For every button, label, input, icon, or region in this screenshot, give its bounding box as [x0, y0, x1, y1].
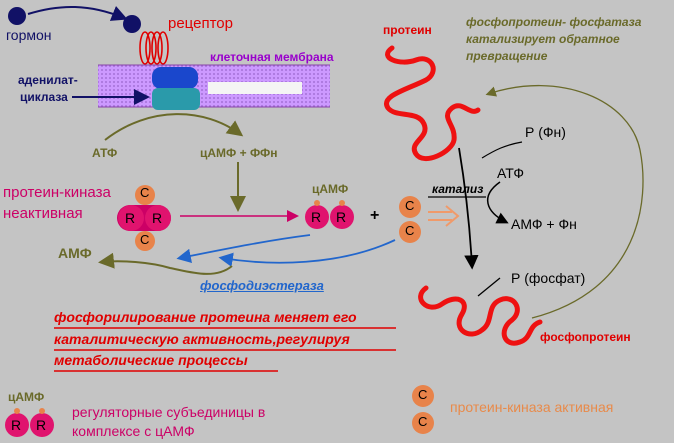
adenylate-cyclase-body [152, 88, 200, 110]
phosphoprotein-label: фосфопротеин [540, 330, 631, 344]
atp-to-camp-arrow [104, 113, 244, 141]
p-fn-arrow [481, 141, 523, 159]
pk-inactive-label-1: протеин-киназа [3, 184, 111, 201]
phosphate-line [477, 277, 501, 297]
phosphatase-label-3: превращение [466, 49, 548, 63]
legend-c-active [412, 385, 434, 434]
hormone-arrow [27, 5, 128, 21]
conclusion-line-1: фосфорилирование протеина меняет его [54, 309, 357, 325]
protein-label: протеин [383, 23, 432, 37]
phosphatase-cycle-arrow [485, 85, 644, 319]
c-mid-bottom-letter: C [405, 223, 415, 238]
amp-fn-label: АМФ + Фн [511, 216, 577, 232]
pk-inactive-complex [117, 185, 171, 251]
atp-left-label: АТФ [92, 146, 118, 160]
conclusion-line-3: метаболические процессы [54, 352, 248, 368]
r-camp-complex-mid [305, 200, 354, 229]
r-mid-left-letter: R [311, 209, 322, 225]
pk-inactive-label-2: неактивная [3, 205, 83, 222]
g-protein [152, 67, 198, 89]
legend-r-left-letter: R [11, 417, 22, 433]
adenylate-label-2: циклаза [20, 90, 68, 104]
atp-to-amp-arrow [487, 181, 509, 224]
r-right-letter: R [152, 210, 163, 226]
p-phosphate-label: Р (фосфат) [511, 270, 586, 286]
legend-c-bottom-letter: C [418, 414, 428, 429]
c-mid-top-letter: C [405, 198, 415, 213]
phosphoprotein-chain [418, 285, 543, 346]
adenylate-label-1: аденилат- [18, 73, 78, 87]
amp-arrow [98, 252, 233, 275]
phosphatase-label-2: катализирует обратное [466, 32, 620, 46]
c-bottom-letter: C [140, 232, 150, 247]
legend-active-label: протеин-киназа активная [450, 399, 614, 415]
catalysis-label: катализ [432, 182, 484, 196]
membrane-label: клеточная мембрана [210, 50, 334, 64]
phosphodiesterase-label: фосфодиэстераза [200, 278, 324, 293]
orange-transfer-arrow [428, 205, 460, 227]
legend-reg-label-1: регуляторные субъединицы в [72, 404, 266, 420]
legend-c-top-letter: C [418, 387, 428, 402]
p-fn-label: Р (Фн) [525, 124, 566, 140]
hormone-label: гормон [6, 27, 52, 43]
c-subunits-mid [399, 196, 421, 243]
hormone-molecule [8, 7, 26, 25]
hormone-bound [123, 15, 141, 33]
legend-reg-label-2: комплексе с цАМФ [72, 423, 195, 439]
legend-r-camp [5, 408, 54, 437]
r-mid-right-letter: R [336, 209, 347, 225]
plus-sign: + [370, 207, 380, 224]
receptor-label: рецептор [168, 15, 233, 32]
legend-camp-label: цАМФ [8, 390, 45, 404]
receptor-coils [139, 31, 169, 65]
atp-right-label: АТФ [497, 165, 524, 181]
amp-left-label: АМФ [58, 245, 92, 261]
conclusion-line-2: каталитическую активность,регулируя [54, 331, 350, 347]
camp-mid-label: цАМФ [312, 182, 349, 196]
r-left-letter: R [125, 210, 136, 226]
catalysis-arrow [458, 147, 479, 270]
protein-chain [384, 45, 481, 162]
c-top-letter: C [140, 185, 150, 200]
phosphodiesterase-arrow-2 [176, 234, 311, 263]
legend-r-right-letter: R [36, 417, 47, 433]
phosphatase-label-1: фосфопротеин- фосфатаза [466, 15, 642, 29]
camp-ffn-label: цАМФ + ФФн [200, 146, 278, 160]
phosphodiesterase-arrow-1 [218, 239, 396, 267]
